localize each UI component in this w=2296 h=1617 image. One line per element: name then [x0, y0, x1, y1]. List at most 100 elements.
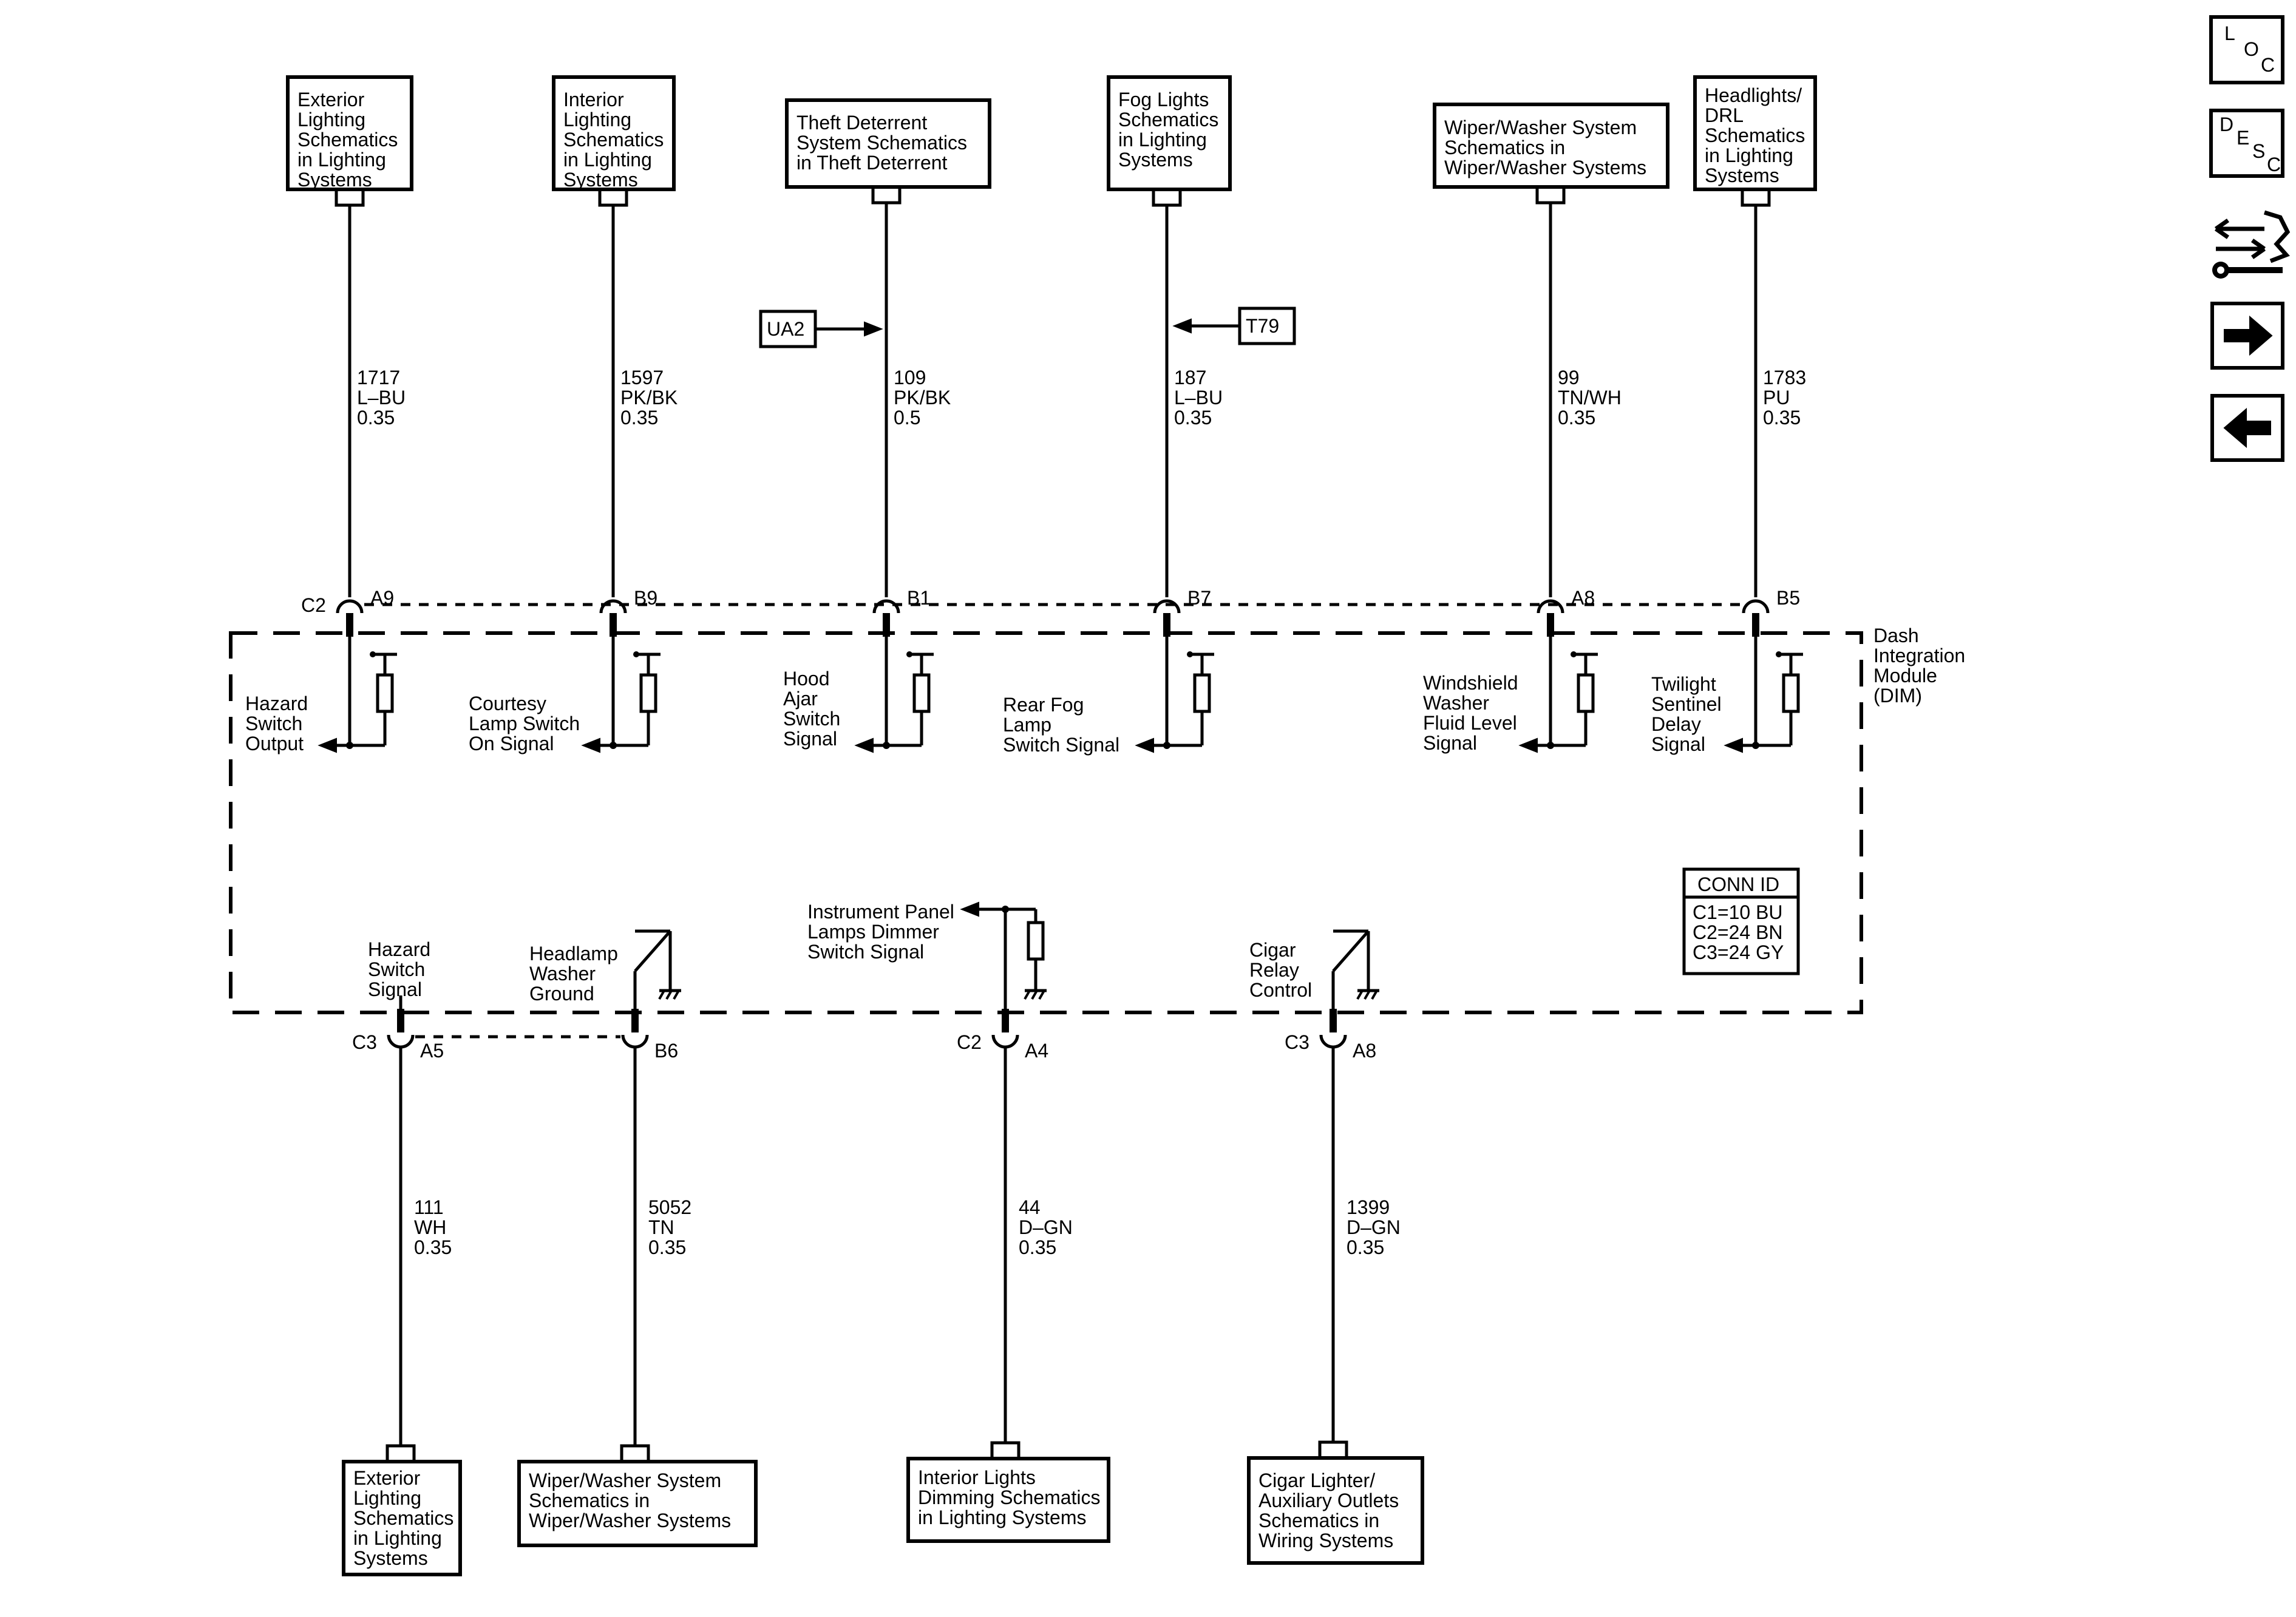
wire-color: TN	[648, 1216, 674, 1238]
module-name: (DIM)	[1873, 685, 1922, 707]
pin-terminal	[1153, 599, 1181, 614]
top-destination-box	[1433, 103, 1669, 189]
top-box-text: Wiper/Washer Systems	[1444, 157, 1646, 178]
wire-color: L–BU	[357, 387, 406, 408]
loc-letter: L	[2224, 22, 2235, 44]
bottom-destination-box	[1247, 1456, 1424, 1565]
top-box-text: Systems	[297, 169, 372, 191]
top-box-text: Schematics	[1118, 109, 1218, 131]
pin-terminal	[336, 599, 364, 614]
signal-label: Switch	[783, 708, 840, 730]
top-box-text: Systems	[1705, 164, 1779, 186]
top-box-text: Interior	[563, 89, 624, 110]
desc-letter: D	[2220, 114, 2233, 135]
wire-color: PU	[1763, 387, 1790, 408]
junction-dot	[346, 742, 353, 749]
pin-terminal	[991, 1034, 1019, 1049]
junction-dot	[883, 742, 890, 749]
module-outline	[229, 631, 1863, 1014]
top-destination-box	[1107, 75, 1232, 191]
signal-label: Sentinel	[1651, 693, 1722, 715]
ground-symbol	[673, 990, 680, 1000]
wire-gauge: 0.35	[357, 407, 395, 429]
bottom-box-text: in Lighting Systems	[918, 1507, 1086, 1528]
loc-button[interactable]	[2209, 15, 2284, 84]
top-box-text: in Lighting	[1118, 129, 1207, 151]
pin-number: A4	[1025, 1040, 1048, 1062]
pull-up-resistor	[1782, 673, 1800, 713]
box-terminal	[1152, 189, 1182, 207]
ground-symbol	[1364, 990, 1371, 1000]
top-box-text: Wiper/Washer System	[1444, 117, 1637, 138]
pin-terminal	[872, 599, 900, 614]
wire-color: PK/BK	[620, 387, 678, 408]
bottom-box-text: Schematics	[353, 1507, 453, 1529]
signal-label: Signal	[783, 728, 837, 750]
wire-gauge: 0.35	[648, 1236, 686, 1258]
junction-dot	[1187, 651, 1193, 657]
module-dashed-border	[229, 631, 1863, 1014]
module-name: Module	[1873, 665, 1937, 686]
signal-label: Switch Signal	[1003, 734, 1119, 756]
conn-id-title: CONN ID	[1697, 873, 1779, 895]
signal-label: Delay	[1651, 713, 1701, 735]
connector-id: C3	[352, 1031, 377, 1053]
wire-gauge: 0.35	[1347, 1236, 1384, 1258]
box-terminal	[620, 1444, 650, 1462]
top-box-text: Theft Deterrent	[796, 112, 927, 134]
junction-dot	[1547, 742, 1554, 749]
junction-dot	[1776, 651, 1782, 657]
junction-dot	[1571, 651, 1577, 657]
pin-number: B9	[634, 587, 657, 609]
pull-up-resistor	[1577, 673, 1595, 713]
bottom-box-text: Wiring Systems	[1258, 1530, 1393, 1551]
signal-label: Ground	[529, 983, 594, 1005]
connector-end-view-icon	[2217, 266, 2224, 274]
top-box-text: DRL	[1705, 104, 1744, 126]
box-terminal	[335, 189, 365, 207]
signal-label: Courtesy	[469, 693, 546, 714]
pin-terminal	[1319, 1034, 1347, 1049]
bottom-box-text: Auxiliary Outlets	[1258, 1490, 1399, 1511]
wire-circuit-number: 111	[414, 1196, 444, 1218]
pin-terminal	[387, 1034, 415, 1049]
wire-color: PK/BK	[894, 387, 951, 408]
wire-gauge: 0.35	[1174, 407, 1212, 429]
wire-color: WH	[414, 1216, 446, 1238]
bottom-box-text: Schematics in	[529, 1490, 650, 1511]
pull-up-resistor	[1193, 673, 1211, 713]
module-name: Dash	[1873, 625, 1919, 646]
top-box-text: Schematics	[297, 129, 398, 151]
pull-up-resistor	[912, 673, 931, 713]
signal-label: Hazard	[245, 693, 308, 714]
signal-arrow	[1518, 737, 1538, 753]
top-box-text: in Lighting	[563, 149, 652, 171]
wire-color: TN/WH	[1558, 387, 1622, 408]
signal-label: Instrument Panel	[807, 901, 954, 923]
pin-number: A8	[1571, 587, 1595, 609]
ref-arrow-head	[864, 321, 883, 337]
pin-number: B6	[654, 1040, 678, 1062]
pin-terminal	[1742, 599, 1770, 614]
bottom-box-text: Lighting	[353, 1487, 421, 1509]
box-terminal	[990, 1441, 1021, 1459]
ground-symbol	[1031, 990, 1038, 1000]
relay-contact	[1332, 930, 1370, 972]
connector-end-view-icon	[2250, 239, 2266, 259]
desc-button[interactable]	[2209, 109, 2284, 178]
top-box-text: Systems	[563, 169, 638, 191]
connector-end-view-icon	[2263, 210, 2291, 263]
pin-number: A9	[370, 587, 394, 609]
signal-label: Washer	[529, 963, 596, 985]
signal-label: Hood	[783, 668, 830, 690]
pin-number: A8	[1353, 1040, 1376, 1062]
ground-symbol	[1371, 990, 1378, 1000]
desc-letter: E	[2237, 127, 2249, 149]
top-destination-box	[1693, 75, 1817, 191]
signal-arrow	[581, 737, 600, 753]
junction-dot	[633, 651, 639, 657]
connector-end-view-icon[interactable]	[2212, 210, 2291, 279]
signal-label: Cigar	[1249, 939, 1296, 961]
